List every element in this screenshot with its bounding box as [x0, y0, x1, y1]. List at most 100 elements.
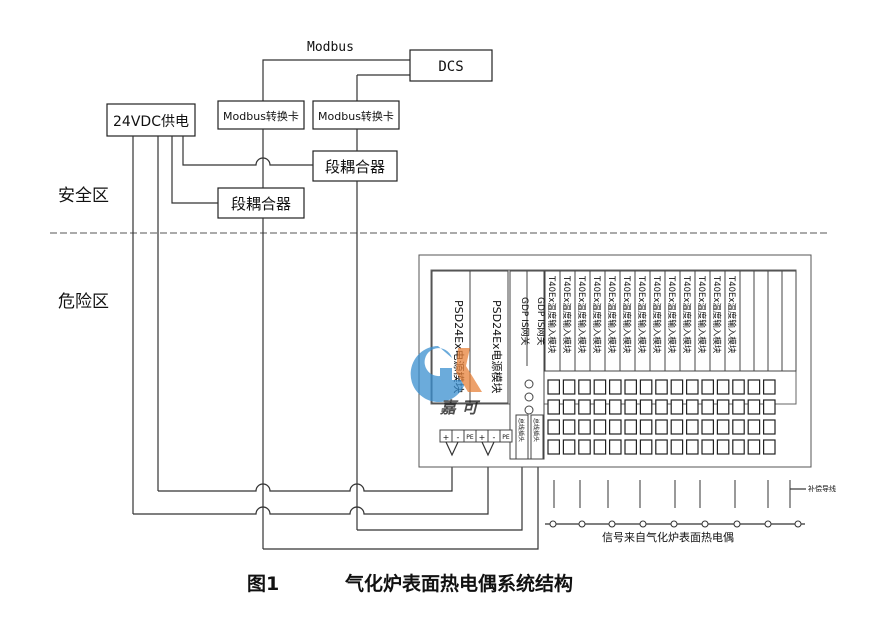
bus-head-1: 总线插头	[515, 414, 529, 460]
terminal-cell	[732, 399, 745, 415]
terminal-cell	[562, 379, 576, 395]
thermocouple-node	[639, 520, 647, 528]
t40-module-8: T40Ex温度输入模块	[649, 270, 666, 372]
watermark-logo: 嘉 可	[410, 346, 482, 417]
svg-text:T40Ex温度输入模块: T40Ex温度输入模块	[636, 275, 647, 354]
svg-text:PE: PE	[502, 434, 510, 441]
signal-source-label: 信号来自气化炉表面热电偶	[602, 530, 734, 544]
terminal-cell	[747, 379, 761, 395]
safe-zone-label: 安全区	[58, 186, 109, 206]
svg-text:DCS: DCS	[438, 59, 463, 75]
terminal-cell	[701, 419, 714, 435]
terminal-cell	[670, 399, 684, 415]
thermocouple-node	[794, 520, 802, 528]
power-to-coupler-1	[182, 136, 313, 166]
svg-text:Modbus转换卡: Modbus转换卡	[223, 109, 299, 123]
power-run-1	[158, 448, 453, 492]
terminal-cell	[578, 399, 591, 415]
svg-text:T40Ex温度输入模块: T40Ex温度输入模块	[681, 275, 692, 354]
terminal-cell	[593, 399, 607, 415]
figure-caption-number: 图1	[247, 573, 279, 595]
terminal-cell	[762, 419, 776, 435]
status-led-3	[524, 405, 534, 415]
t40-module-10: T40Ex温度输入模块	[679, 270, 696, 372]
terminal-cell	[624, 439, 637, 455]
terminal-cell	[593, 419, 607, 435]
empty-slot-4	[781, 270, 797, 372]
t40-module-1: T40Ex温度输入模块	[544, 270, 561, 372]
gdp-gateway-label-1: GDP IS网关	[519, 297, 531, 346]
svg-text:-: -	[457, 433, 460, 442]
hazard-zone-label: 危险区	[58, 292, 109, 312]
terminal-cell	[701, 379, 714, 395]
terminal-cell	[547, 419, 560, 435]
svg-text:24VDC供电: 24VDC供电	[113, 114, 189, 130]
modbus-bus-line	[262, 59, 410, 101]
terminal-cell	[624, 419, 637, 435]
terminal-cell	[762, 439, 776, 455]
bus-run-1	[357, 459, 523, 531]
terminal-cell	[732, 439, 745, 455]
terminal-cell	[732, 379, 745, 395]
svg-text:T40Ex温度输入模块: T40Ex温度输入模块	[576, 275, 587, 354]
svg-text:段耦合器: 段耦合器	[325, 158, 385, 176]
terminal-cell	[685, 419, 699, 435]
thermocouple-node	[549, 520, 557, 528]
terminal-cell	[593, 439, 607, 455]
terminal-cell	[578, 439, 591, 455]
svg-text:T40Ex温度输入模块: T40Ex温度输入模块	[606, 275, 617, 354]
terminal-cell	[547, 399, 560, 415]
terminal-cell	[639, 419, 653, 435]
power-terminal-2: + - PE	[475, 429, 513, 457]
thermocouple-node	[578, 520, 586, 528]
segment-coupler-2: 段耦合器	[217, 187, 305, 219]
modbus-card-2: Modbus转换卡	[312, 100, 400, 130]
terminal-cell	[608, 399, 622, 415]
power-supply-box: 24VDC供电	[106, 103, 196, 137]
terminal-cell	[732, 419, 745, 435]
t40-module-2: T40Ex温度输入模块	[559, 270, 576, 372]
terminal-cell	[655, 399, 668, 415]
svg-text:T40Ex温度输入模块: T40Ex温度输入模块	[726, 275, 737, 354]
svg-text:T40Ex温度输入模块: T40Ex温度输入模块	[666, 275, 677, 354]
terminal-cell	[547, 439, 560, 455]
terminal-cell	[685, 439, 699, 455]
svg-text:Modbus转换卡: Modbus转换卡	[318, 109, 394, 123]
t40-module-7: T40Ex温度输入模块	[634, 270, 651, 372]
terminal-cell	[624, 399, 637, 415]
status-led-2	[524, 392, 534, 402]
empty-slot-1	[739, 270, 755, 372]
terminal-cell	[716, 419, 730, 435]
svg-text:T40Ex温度输入模块: T40Ex温度输入模块	[696, 275, 707, 354]
segment-coupler-1: 段耦合器	[312, 150, 398, 182]
terminal-cell	[655, 379, 668, 395]
svg-text:T40Ex温度输入模块: T40Ex温度输入模块	[711, 275, 722, 354]
terminal-cell	[547, 379, 560, 395]
svg-text:PE: PE	[466, 434, 474, 441]
terminal-cell	[747, 419, 761, 435]
terminal-cell	[562, 439, 576, 455]
svg-text:段耦合器: 段耦合器	[231, 195, 291, 213]
t40-module-3: T40Ex温度输入模块	[574, 270, 591, 372]
thermocouple-node	[733, 520, 741, 528]
terminal-cell	[685, 379, 699, 395]
terminal-cell	[624, 379, 637, 395]
compensation-wires	[553, 480, 791, 508]
thermocouple-node	[670, 520, 678, 528]
t40-module-5: T40Ex温度输入模块	[604, 270, 621, 372]
svg-text:+: +	[443, 433, 450, 442]
terminal-cell	[608, 419, 622, 435]
watermark-text: 嘉 可	[439, 398, 481, 417]
status-led-1	[524, 379, 534, 389]
t40-module-12: T40Ex温度输入模块	[709, 270, 726, 372]
terminal-cell	[762, 399, 776, 415]
terminal-cell	[578, 419, 591, 435]
terminal-cell	[655, 439, 668, 455]
bus-run-2	[263, 459, 539, 550]
thermocouple-node	[608, 520, 616, 528]
terminal-cell	[578, 379, 591, 395]
terminal-cell	[639, 379, 653, 395]
modbus-card-1: Modbus转换卡	[217, 100, 305, 130]
power-run-2	[133, 448, 489, 515]
